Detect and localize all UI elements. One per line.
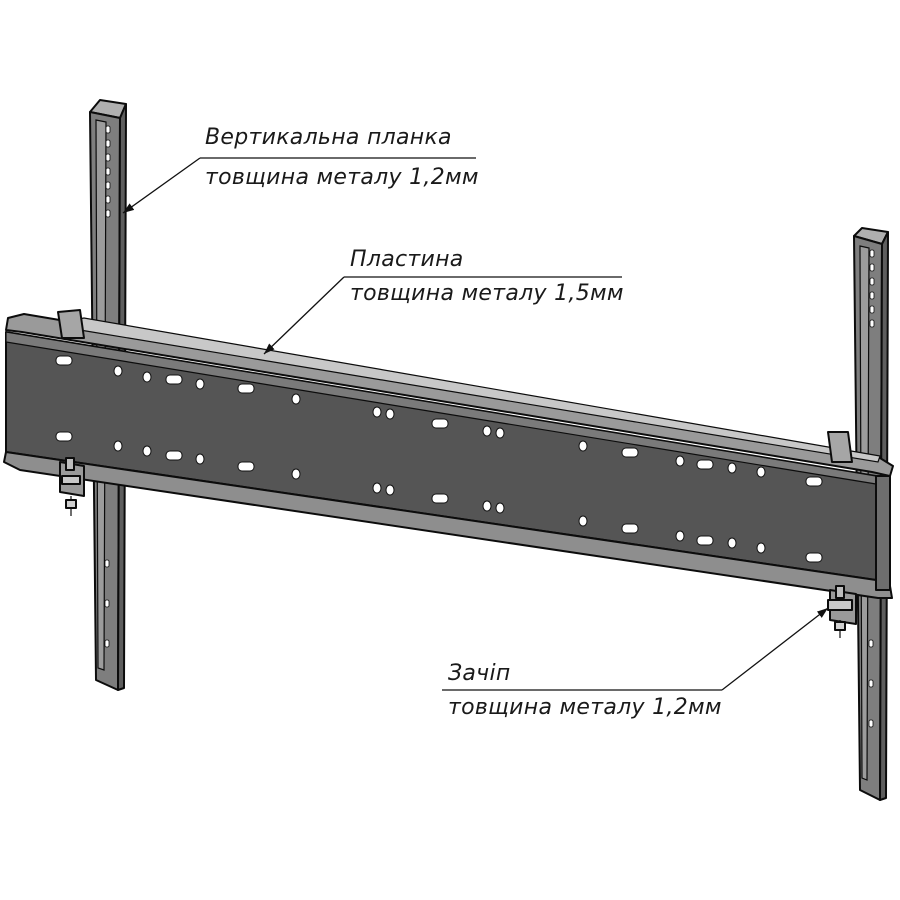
callout-vertical-strip: Вертикальна планка товщина металу 1,2мм — [122, 125, 479, 214]
mounting-plate — [3, 309, 894, 599]
plate-thickness: товщина металу 1,5мм — [350, 281, 624, 306]
plate-leader-arrow — [263, 276, 345, 355]
latch-leader-arrow — [721, 607, 829, 691]
vertical-strip-leader-arrow — [122, 157, 201, 214]
left-strip-slots — [104, 125, 111, 648]
vertical-strip-thickness: товщина металу 1,2мм — [205, 165, 479, 190]
right-strip-slots — [868, 249, 875, 728]
latch-thickness: товщина металу 1,2мм — [448, 695, 722, 720]
plate-name: Пластина — [350, 247, 464, 272]
left-latch — [59, 457, 85, 516]
latch-name: Зачіп — [448, 661, 511, 686]
callout-plate: Пластина товщина металу 1,5мм — [263, 247, 624, 355]
vertical-strip-name: Вертикальна планка — [205, 125, 452, 150]
callout-latch: Зачіп товщина металу 1,2мм — [442, 607, 829, 720]
right-latch — [827, 585, 857, 638]
plate-holes — [55, 355, 823, 563]
